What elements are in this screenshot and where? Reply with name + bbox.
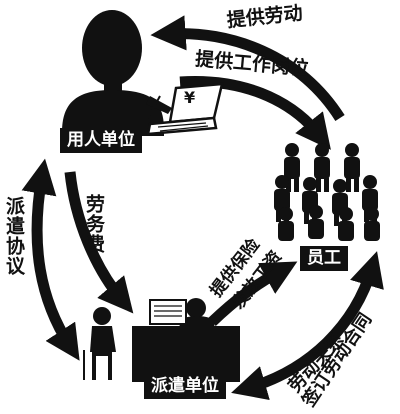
yen-icon: ¥ — [184, 88, 196, 107]
agency-label: 派遣单位 — [144, 374, 226, 399]
agency-figure — [132, 298, 240, 382]
employer-figure — [62, 10, 224, 136]
arrow-dispatch-agreement — [21, 158, 80, 361]
employer-label: 用人单位 — [60, 128, 142, 153]
arrow-service-fee — [64, 171, 134, 314]
employees-figures — [274, 143, 380, 241]
arrow-provide-labor — [150, 15, 345, 121]
dispatch-agreement-label: 派遣协议 — [3, 196, 25, 276]
service-fee-label: 劳务费 — [83, 194, 105, 254]
arrow-labor-relation — [231, 251, 384, 400]
arrow-provide-positions — [179, 76, 331, 150]
employees-label: 员工 — [300, 246, 348, 271]
seated-worker-figure — [83, 307, 116, 380]
